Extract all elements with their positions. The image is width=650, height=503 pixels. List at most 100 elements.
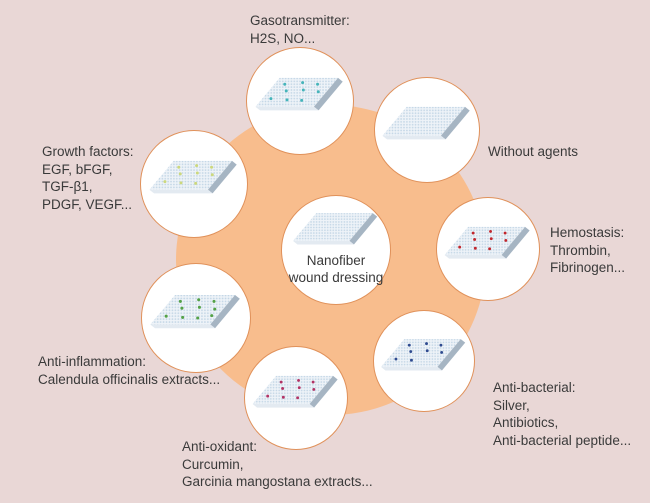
- node-circle-growth-factors: [140, 130, 248, 238]
- nanofiber-sheet-icon: [150, 294, 240, 328]
- agent-dot: [473, 237, 477, 241]
- agent-dot: [312, 387, 316, 391]
- label-line: wound dressing: [288, 270, 384, 285]
- node-circle-nanofiber-hub: Nanofiber wound dressing: [281, 195, 391, 305]
- sheet-face: [293, 213, 373, 241]
- sheet-bottom-edge: [293, 240, 354, 245]
- sheet-bottom-edge: [150, 323, 216, 328]
- agent-dot: [489, 236, 493, 240]
- agent-dot: [503, 231, 507, 235]
- agent-dot: [213, 307, 217, 311]
- label-line: Growth factors:: [42, 144, 134, 159]
- agent-dot: [297, 385, 301, 389]
- agent-dot: [281, 395, 285, 399]
- label-line: Anti-bacterial peptide...: [493, 432, 632, 448]
- label-line: PDGF, VEGF...: [42, 196, 133, 212]
- agent-dot: [439, 343, 443, 347]
- label-line: Calendula officinalis extracts...: [38, 371, 221, 387]
- node-circle-anti-inflammation: [141, 263, 251, 373]
- label-line: Antibiotics,: [493, 415, 559, 430]
- node-label-gasotransmitter: Gasotransmitter: H2S, NO...: [250, 12, 350, 47]
- agent-dot: [283, 82, 287, 86]
- sheet-side-edge: [349, 213, 378, 245]
- agent-dot: [301, 88, 305, 92]
- agent-dot: [410, 358, 413, 362]
- agent-dot: [281, 386, 285, 390]
- nanofiber-sheet-icon: [381, 338, 466, 370]
- sheet-side-edge: [501, 226, 530, 259]
- agent-dot: [181, 315, 185, 319]
- agent-dot: [425, 348, 429, 352]
- label-line: Gasotransmitter:: [250, 13, 350, 28]
- node-circle-hemostasis: [436, 197, 540, 301]
- node-circle-anti-oxidant: [244, 346, 348, 450]
- sheet-side-edge: [210, 294, 240, 328]
- sheet-side-edge: [437, 338, 466, 370]
- node-label-hemostasis: Hemostasis: Thrombin, Fibrinogen...: [550, 224, 625, 277]
- nanofiber-sheet-icon: [255, 77, 343, 111]
- agent-dot: [196, 315, 200, 320]
- agent-dot: [212, 299, 216, 303]
- nanofiber-sheet-icon: [149, 160, 237, 194]
- agent-dot: [316, 82, 320, 86]
- agent-dot: [297, 378, 300, 382]
- agent-dot: [269, 97, 273, 101]
- sheet-face: [255, 77, 339, 107]
- sheet-side-edge: [309, 375, 338, 408]
- agent-dot: [210, 173, 214, 177]
- agent-dot: [266, 394, 270, 398]
- agent-dot: [197, 297, 201, 301]
- agent-dot: [407, 343, 411, 347]
- agent-dot: [177, 165, 181, 169]
- sheet-bottom-edge: [444, 254, 507, 259]
- nanofiber-sheet-icon: [382, 106, 470, 140]
- sheet-face: [382, 106, 466, 136]
- label-line: EGF, bFGF,: [42, 161, 113, 177]
- sheet-bottom-edge: [382, 135, 446, 140]
- sheet-side-edge: [440, 106, 470, 140]
- label-line: Anti-oxidant:: [182, 439, 258, 454]
- label-line: Thrombin,: [550, 242, 611, 258]
- node-circle-gasotransmitter: [246, 47, 354, 155]
- agent-dot: [284, 89, 288, 93]
- agent-dot: [164, 314, 168, 318]
- agent-dot: [301, 81, 305, 85]
- hub-label: Nanofiber wound dressing: [289, 252, 384, 286]
- agent-dot: [296, 395, 300, 399]
- sheet-face: [150, 294, 236, 324]
- sheet-bottom-edge: [149, 189, 213, 194]
- agent-dot: [473, 246, 477, 250]
- sheet-face: [149, 160, 233, 190]
- node-circle-anti-bacterial: [373, 310, 475, 412]
- agent-dot: [210, 165, 214, 169]
- label-line: TGF-β1,: [42, 179, 93, 194]
- agent-dot: [316, 90, 320, 94]
- nanofiber-sheet-icon: [252, 375, 338, 408]
- nanofiber-sheet-icon: [444, 226, 530, 259]
- agent-dot: [194, 181, 198, 185]
- label-line: Anti-inflammation:: [38, 354, 147, 369]
- node-circle-without-agents: [374, 77, 480, 183]
- agent-dot: [195, 171, 199, 175]
- sheet-side-edge: [313, 77, 343, 111]
- agent-dot: [178, 172, 182, 176]
- sheet-face: [444, 226, 526, 255]
- node-label-without-agents: Without agents: [488, 143, 578, 161]
- sheet-face: [252, 375, 334, 404]
- agent-dot: [504, 238, 508, 242]
- agent-dot: [180, 306, 184, 310]
- label-line: Nanofiber: [306, 253, 366, 268]
- label-line: Hemostasis:: [550, 225, 625, 240]
- agent-dot: [300, 98, 304, 102]
- agent-dot: [285, 98, 289, 102]
- agent-dot: [179, 181, 183, 185]
- agent-dot: [471, 231, 475, 235]
- sheet-side-edge: [207, 160, 237, 194]
- agent-dot: [394, 357, 398, 360]
- node-label-growth-factors: Growth factors: EGF, bFGF, TGF-β1, PDGF,…: [42, 143, 134, 213]
- agent-dot: [195, 164, 199, 168]
- agent-dot: [163, 180, 167, 184]
- label-line: Garcinia mangostana extracts...: [182, 474, 373, 489]
- agent-dot: [488, 246, 492, 250]
